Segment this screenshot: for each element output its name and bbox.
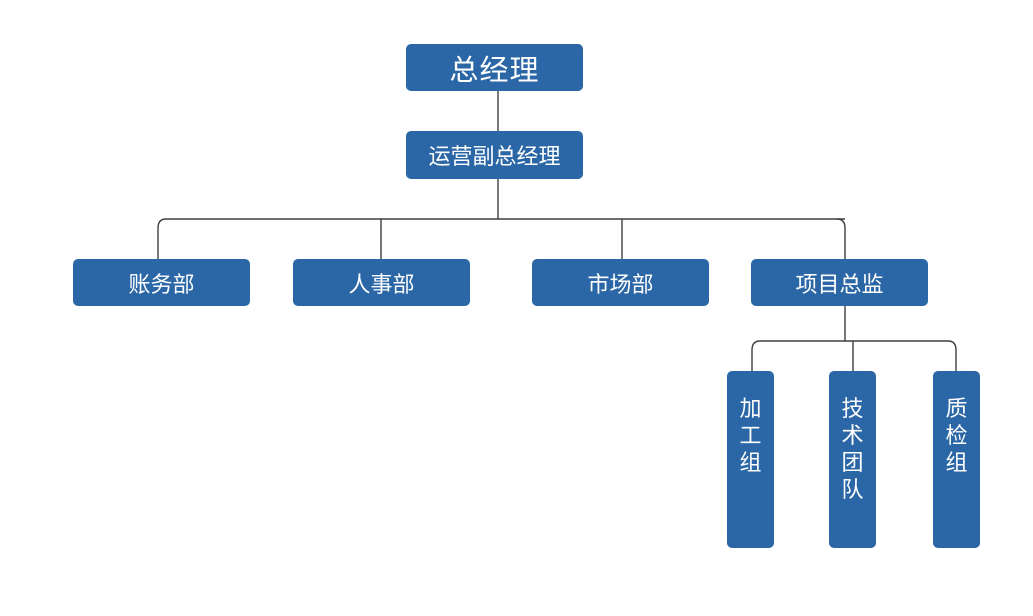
project-director-label: 项目总监 [795, 272, 884, 298]
operations-deputy-manager-node: 运营副总经理 [406, 131, 583, 179]
project-director-node: 项目总监 [751, 259, 928, 306]
processing-team-label: 加工组 [739, 397, 762, 476]
general-manager-label: 总经理 [449, 52, 540, 87]
market-department-label: 市场部 [587, 272, 654, 298]
project-connector [836, 218, 846, 259]
operations-deputy-manager-label: 运营副总经理 [428, 145, 561, 170]
hr-department-label: 人事部 [348, 272, 415, 298]
quality-control-team-node: 质检组 [933, 371, 980, 548]
quality-control-team-label: 质检组 [945, 397, 968, 476]
finance-connector [157, 218, 167, 259]
qc-team-connector [947, 340, 957, 371]
processing-team-node: 加工组 [727, 371, 774, 548]
general-manager-node: 总经理 [406, 44, 583, 91]
technical-team-label: 技术团队 [841, 397, 864, 503]
hr-department-node: 人事部 [293, 259, 470, 306]
market-department-node: 市场部 [532, 259, 709, 306]
finance-department-label: 账务部 [128, 272, 195, 298]
technical-team-node: 技术团队 [829, 371, 876, 548]
finance-department-node: 账务部 [73, 259, 250, 306]
processing-team-connector [751, 340, 761, 371]
